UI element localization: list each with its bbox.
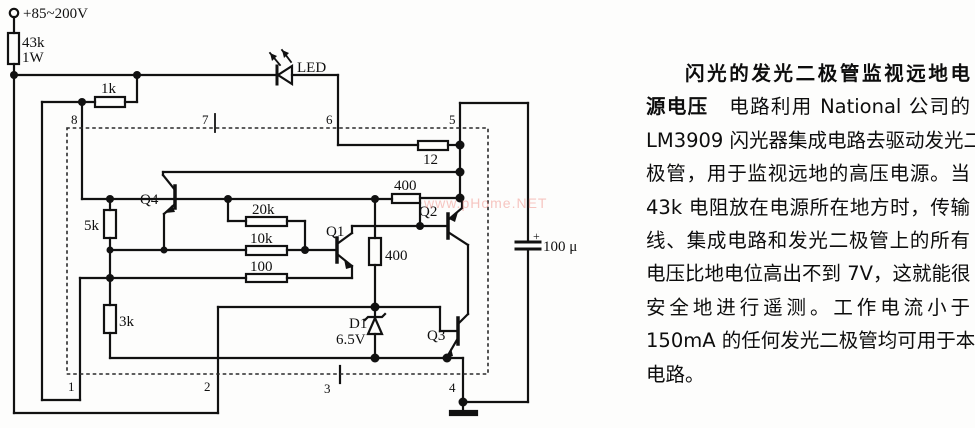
- description-line: 电路。: [646, 358, 970, 391]
- body-text: 安全地进行遥测。工作电流小于: [646, 295, 970, 319]
- pin-7-label: 7: [202, 112, 209, 127]
- resistor-3k-body: [102, 303, 118, 335]
- resistor-43k-power-label: 1W: [22, 50, 45, 66]
- description-line: 150mA 的任何发光二极管均可用于本: [646, 324, 975, 357]
- resistor-43k-label: 43k: [22, 35, 45, 51]
- description-line: 闪光的发光二极管监视远地电: [646, 57, 970, 90]
- description-text-block: 闪光的发光二极管监视远地电 源电压 电路利用 National 公司的 LM39…: [646, 57, 975, 391]
- q3-label: Q3: [427, 328, 445, 344]
- resistor-3k-label: 3k: [119, 314, 135, 330]
- resistor-12-body: [416, 139, 450, 152]
- title-text: 闪光的发光二极管监视远地电: [685, 62, 970, 85]
- resistor-20k-body: [244, 215, 289, 228]
- led-triangle: [275, 63, 294, 87]
- zener-d1-triangle: [366, 315, 384, 336]
- q1-label: Q1: [326, 224, 344, 240]
- pin-3-label: 3: [324, 381, 331, 396]
- description-line: LM3909 闪光器集成电路去驱动发光二: [646, 124, 975, 157]
- description-line: 极管，用于监视远地的高压电源。当: [646, 157, 970, 190]
- pin-5-label: 5: [449, 112, 456, 127]
- description-line: 安全地进行遥测。工作电流小于: [646, 291, 970, 324]
- description-line: 电压比地电位高出不到 7V，这就能很: [646, 257, 970, 290]
- ic-lm3909-dashed-outline: [66, 127, 489, 375]
- body-text: LM3909 闪光器集成电路去驱动发光二: [646, 128, 975, 152]
- pin-6-label: 6: [326, 112, 333, 127]
- capacitor-value-label: 100 μ: [543, 239, 577, 255]
- capacitor-polarity-label: +: [533, 229, 540, 243]
- description-line: 源电压 电路利用 National 公司的: [646, 90, 970, 123]
- resistor-5k-label: 5k: [84, 218, 100, 234]
- resistor-10k-label: 10k: [250, 231, 273, 247]
- q4-emitter-arrow-icon: [165, 205, 175, 213]
- pin-1-label: 1: [68, 379, 75, 394]
- description-line: 线、集成电路和发光二极管上的所有: [646, 224, 970, 257]
- resistor-400v-body: [367, 236, 383, 267]
- description-line: 43k 电阻放在电源所在地方时，传输: [646, 191, 970, 224]
- resistor-100-label: 100: [250, 259, 273, 275]
- body-text: 150mA 的任何发光二极管均可用于本: [646, 329, 975, 353]
- resistor-43k-body: [6, 31, 21, 66]
- pin-8-label: 8: [71, 112, 78, 127]
- resistor-12-label: 12: [423, 152, 438, 168]
- resistor-1k-label: 1k: [101, 81, 117, 97]
- resistor-400v-label: 400: [385, 248, 408, 264]
- resistor-400h-label: 400: [394, 178, 417, 194]
- title-text: 源电压: [646, 95, 709, 119]
- body-text: 线、集成电路和发光二极管上的所有: [646, 229, 970, 253]
- resistor-400h-body: [390, 192, 422, 205]
- body-text: 电压比地电位高出不到 7V，这就能很: [646, 262, 971, 286]
- resistor-1k-body: [93, 95, 127, 109]
- q4-label: Q4: [140, 192, 159, 208]
- resistor-5k-body: [102, 208, 118, 240]
- junction-dots: [10, 71, 468, 407]
- resistor-20k-label: 20k: [252, 202, 275, 218]
- q2-label: Q2: [419, 204, 437, 220]
- body-text: 极管，用于监视远地的高压电源。当: [646, 162, 970, 186]
- watermark-text: www.pHome.NET: [423, 195, 547, 211]
- q2-emitter-arrow-icon: [449, 212, 458, 222]
- q1-emitter-arrow-icon: [344, 259, 353, 269]
- ground-icon: [448, 409, 479, 417]
- body-text: 电路。: [646, 362, 705, 386]
- pin-2-label: 2: [204, 379, 211, 394]
- led-label: LED: [297, 60, 326, 76]
- resistor-10k-body: [244, 244, 289, 257]
- led-light-arrow2-icon: [282, 50, 289, 58]
- d1-label: D1: [349, 316, 367, 332]
- body-text: 电路利用 National 公司的: [708, 95, 970, 119]
- body-text: 43k 电阻放在电源所在地方时，传输: [646, 195, 970, 219]
- resistor-100-body: [244, 272, 289, 284]
- circuit-schematic: +85~200V 43k 1W 1k LED 12 400 400 20k 10…: [6, 6, 577, 417]
- led-light-arrow-icon: [270, 53, 277, 61]
- d1-voltage-label: 6.5V: [336, 332, 366, 348]
- pin-4-label: 4: [449, 380, 456, 395]
- supply-voltage-label: +85~200V: [23, 6, 88, 22]
